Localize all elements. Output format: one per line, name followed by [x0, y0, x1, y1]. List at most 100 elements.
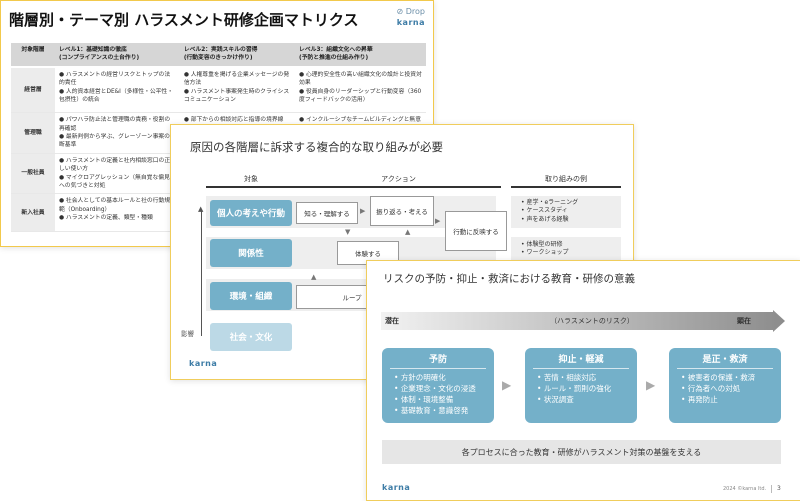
slide2-title: 原因の各階層に訴求する複合的な取り組みが必要 [190, 140, 443, 154]
table-cell: ● 社会人としての基本ルールと社の行動規範（Onboarding） ● ハラスメ… [55, 193, 180, 233]
slide1-title: 階層別・テーマ別 ハラスメント研修企画マトリクス [9, 11, 359, 29]
level-society: 社会・文化 [210, 323, 292, 351]
chevron-right-icon: ▶ [646, 378, 656, 392]
list-item: • 行為者への対処 [681, 383, 741, 393]
pillar-title: 抑止・軽減 [558, 355, 604, 365]
row-level: 経営層 [11, 66, 55, 114]
row-background [511, 196, 621, 228]
pillar-item-text: 苦情・相談対応 [543, 373, 597, 382]
header-target: 対象 [244, 175, 258, 183]
table-cell: ● ハラスメントの定義と社内相談窓口の正しい使い方 ● マイクロアグレッション（… [55, 153, 180, 195]
example-text: ワークショップ [526, 249, 569, 257]
list-item: • 状況調査 [537, 394, 574, 404]
list-item: • ルール・罰則の強化 [537, 383, 612, 393]
arrow-label-left: 潜在 [385, 317, 399, 325]
action-apply: 行動に反映する [445, 211, 507, 251]
arrow-up-icon: ▲ [311, 273, 317, 281]
example-text: 声をあげる経験 [526, 215, 569, 223]
pillar-divider [390, 368, 486, 369]
pillar-deterrence: 抑止・軽減 • 苦情・相談対応 • ルール・罰則の強化 • 状況調査 [525, 348, 637, 423]
training-matrix: 対象階層 レベル1：基礎知識の徹底 (コンプライアンスの土台作り) レベル2：実… [11, 43, 426, 233]
pillar-item-text: 企業理念・文化の浸透 [400, 383, 476, 393]
karna-logo: karna [382, 483, 411, 492]
list-item: • 体験型の研修 [521, 241, 563, 248]
arrow-up-icon: ▲ [198, 205, 204, 213]
list-item: • 体制・環境整備 [394, 394, 454, 404]
header-level1: レベル1：基礎知識の徹底 (コンプライアンスの土台作り) [55, 43, 180, 68]
header-level3-text: レベル3：組織文化への昇華 (予防と推進の仕組み作り) [299, 47, 373, 62]
arrow-label-right: 顕在 [737, 317, 751, 325]
example-text: ケーススタディ [526, 207, 568, 215]
table-cell: ● 人権尊重を掲げる企業メッセージの発信方法 ● ハラスメント事案発生時のクライ… [179, 66, 296, 114]
foundation-banner: 各プロセスに合った教育・研修がハラスメント対策の基盤を支える [382, 440, 781, 464]
level-relationship: 関係性 [210, 239, 292, 267]
list-item: • 被害者の保護・救済 [681, 373, 756, 382]
chevron-right-icon: ▶ [502, 378, 512, 392]
table-cell: ● 心理的安全性の高い組織文化の設計と投資対効果 ● 役員自身のリーダーシップと… [295, 66, 426, 114]
list-item: • 産学・eラーニング [521, 199, 579, 206]
influence-label: 影響 [181, 330, 194, 338]
table-cell: ● パワハラ防止法と管理職の責務・役割の再確認 ● 最新判例から学ぶ、グレーゾー… [55, 112, 180, 154]
slide-significance[interactable]: リスクの予防・抑止・救済における教育・研修の意義 潜在 （ハラスメントのリスク）… [366, 260, 800, 501]
pillar-item-text: 行為者への対処 [687, 383, 741, 393]
pillar-item-text: 方針の明確化 [400, 373, 446, 382]
row-level: 新入社員 [11, 193, 55, 233]
row-level: 管理職 [11, 112, 55, 154]
pillar-prevention: 予防 • 方針の明確化 • 企業理念・文化の浸透 • 体制・環境整備 • 基礎教… [382, 348, 494, 423]
example-text: 産学・eラーニング [526, 199, 579, 206]
row-level: 一般社員 [11, 153, 55, 195]
header-divider [296, 186, 501, 188]
list-item: • 基礎教育・意識啓発 [394, 405, 469, 415]
pillar-item-text: 再発防止 [687, 394, 718, 404]
pillar-remedy: 是正・救済 • 被害者の保護・救済 • 行為者への対処 • 再発防止 [669, 348, 781, 423]
list-item: • 企業理念・文化の浸透 [394, 383, 476, 393]
slide3-title: リスクの予防・抑止・救済における教育・研修の意義 [383, 273, 635, 285]
pillar-item-text: 被害者の保護・救済 [687, 373, 756, 382]
arrow-right-icon: ▶ [435, 217, 441, 225]
list-item: • ワークショップ [521, 249, 569, 257]
list-item: • 方針の明確化 [394, 373, 446, 382]
influence-line [201, 210, 202, 336]
header-level2-text: レベル2：実践スキルの習得 (行動変容のきっかけ作り) [183, 47, 258, 62]
pillar-item-text: 基礎教育・意識啓発 [400, 405, 469, 415]
pillar-title: 是正・救済 [702, 355, 748, 365]
drop-logo-text: Drop [405, 7, 425, 16]
list-item: • 苦情・相談対応 [537, 373, 597, 382]
table-cell: ● ハラスメントの経営リスクとトップの法的責任 ● 人的資本経営とDE&I（多様… [55, 66, 180, 114]
arrow-right-icon: ▶ [360, 207, 366, 215]
example-text: 体験型の研修 [526, 241, 563, 248]
copyright: 2024 ©karna ltd. [723, 486, 767, 492]
list-item: • 再発防止 [681, 394, 718, 404]
header-target: 対象階層 [11, 43, 55, 68]
footer-divider [771, 485, 772, 493]
page-number: 3 [777, 485, 781, 492]
slide-matrix[interactable]: 階層別・テーマ別 ハラスメント研修企画マトリクス ⊘ Drop karna 対象… [0, 0, 434, 247]
arrow-label-center: （ハラスメントのリスク） [550, 317, 634, 325]
header-examples: 取り組みの例 [545, 175, 587, 183]
level-individual: 個人の考えや行動 [210, 200, 292, 226]
list-item: • 声をあげる経験 [521, 215, 569, 223]
header-divider [206, 186, 296, 188]
action-know: 知る・理解する [296, 202, 358, 224]
drop-logo: ⊘ Drop [397, 7, 426, 16]
action-reflect: 振り返る・考える [370, 196, 434, 226]
pillar-item-text: 状況調査 [543, 394, 574, 404]
pillar-title: 予防 [428, 355, 447, 365]
level-environment: 環境・組織 [210, 282, 292, 310]
risk-arrow [381, 310, 785, 332]
header-level3: レベル3：組織文化への昇華 (予防と推進の仕組み作り) [295, 43, 426, 68]
pillar-item-text: ルール・罰則の強化 [543, 383, 612, 393]
header-divider [511, 186, 621, 188]
karna-logo: karna [396, 18, 425, 27]
examples-row2: • 体験型の研修 • ワークショップ [521, 241, 568, 258]
pillar-divider [677, 368, 773, 369]
drop-icon: ⊘ [396, 7, 406, 16]
karna-logo: karna [189, 359, 218, 368]
header-action: アクション [381, 175, 416, 183]
list-item: • ケーススタディ [521, 207, 568, 215]
pillar-item-text: 体制・環境整備 [400, 394, 454, 404]
table-row: 経営層 ● ハラスメントの経営リスクとトップの法的責任 ● 人的資本経営とDE&… [11, 66, 426, 114]
arrow-up-icon: ▲ [405, 228, 411, 236]
header-level2: レベル2：実践スキルの習得 (行動変容のきっかけ作り) [179, 43, 296, 68]
header-level1-text: レベル1：基礎知識の徹底 (コンプライアンスの土台作り) [59, 47, 140, 62]
